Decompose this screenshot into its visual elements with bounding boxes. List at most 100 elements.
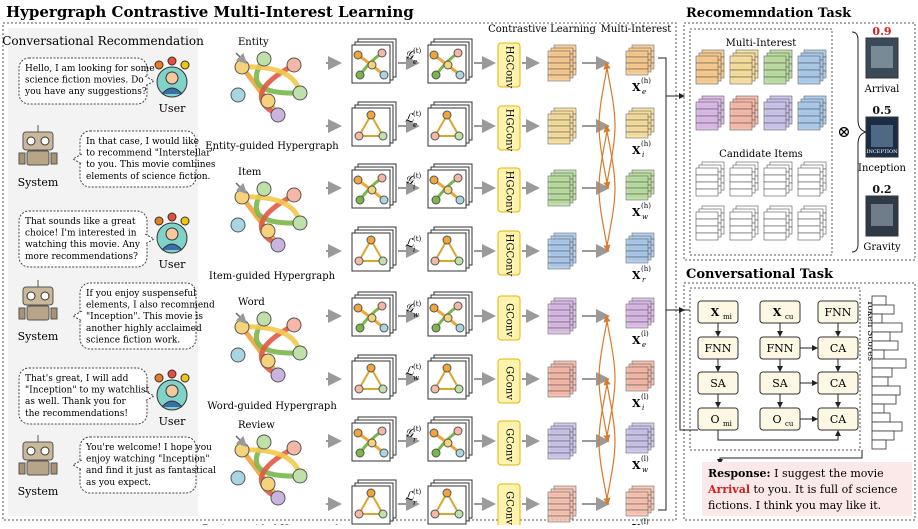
embedding-cell xyxy=(797,108,821,117)
graph-card-stack xyxy=(351,479,397,525)
location-pin-icon xyxy=(167,212,177,222)
graph-symbol: ℒ xyxy=(405,364,414,378)
conv-block: GConv xyxy=(497,483,521,529)
embedding-cell xyxy=(729,225,753,234)
graph-node xyxy=(366,110,376,120)
embedding-cell xyxy=(547,119,571,127)
bubble-line: you have any suggestions? xyxy=(24,87,147,97)
hypergraph-caption: Item-guided Hypergraph xyxy=(209,271,336,282)
movie-score: 0.9 xyxy=(872,25,891,38)
conversation-area xyxy=(8,28,198,516)
rec-candidate-items-label: Candidate Items xyxy=(719,149,803,160)
ca-box: CA xyxy=(817,336,859,360)
graph-edge xyxy=(357,237,385,262)
graph-node xyxy=(455,70,465,80)
token-score-bar xyxy=(871,430,895,441)
embedding-cell xyxy=(797,62,821,71)
movie-name: Gravity xyxy=(863,242,901,253)
x-superscript: (l) xyxy=(641,518,649,525)
candidate-item-stack xyxy=(797,205,827,241)
location-pin-icon xyxy=(180,216,190,226)
embedding-cell xyxy=(763,115,787,124)
conv-block-label: HGConv xyxy=(504,109,515,152)
embedding-cell xyxy=(797,211,821,220)
embedding-cell xyxy=(763,211,787,220)
user-label: User xyxy=(159,258,186,271)
candidate-item-stack xyxy=(729,205,759,241)
speech-bubble xyxy=(79,282,197,350)
graph-symbol: 𝒢 xyxy=(405,426,416,440)
bubble-line: elements, I also recommend xyxy=(86,301,215,311)
graph-node xyxy=(355,195,365,205)
x-symbol: X xyxy=(632,334,641,347)
bubble-line: That sounds like a great xyxy=(25,217,136,227)
graph-superscript: (t) xyxy=(413,425,422,433)
movie-poster: INCEPTION xyxy=(865,116,899,158)
location-pin-icon xyxy=(154,373,164,383)
graph-subscript: e xyxy=(413,121,417,129)
poster-image xyxy=(871,46,893,68)
user-avatar-icon xyxy=(154,212,190,254)
x-superscript: (h) xyxy=(641,77,651,85)
embedding-cell xyxy=(625,503,649,511)
embedding-cell xyxy=(547,262,571,270)
system-label: System xyxy=(18,330,59,343)
embedding-cell xyxy=(797,55,821,64)
avatar-face xyxy=(165,227,179,241)
candidate-item-stack xyxy=(695,205,725,241)
embedding-cell xyxy=(547,199,571,207)
graph-card-stack xyxy=(427,416,473,462)
conv-block-box xyxy=(497,420,521,466)
graph-node xyxy=(355,323,365,333)
robot-icon xyxy=(18,280,58,321)
graph-node xyxy=(429,175,439,185)
graph-edge xyxy=(357,112,385,137)
embedding-cell xyxy=(695,101,719,110)
embedding-cell xyxy=(797,174,821,183)
embedding-cell xyxy=(547,309,571,317)
poster-title-text: INCEPTION xyxy=(867,149,899,155)
embedding-cell xyxy=(763,188,787,197)
graph-node xyxy=(431,70,441,80)
x-subscript: e xyxy=(642,88,646,96)
x-subscript: w xyxy=(642,466,648,474)
robot-eye xyxy=(26,291,36,301)
response-text: to you. It is full of science xyxy=(750,483,897,496)
speech-bubble xyxy=(79,436,197,494)
output-bracket xyxy=(658,57,667,511)
contrastive-learning-label: Contrastive Learning xyxy=(488,24,596,35)
embedding-cell xyxy=(625,175,649,183)
system-message-2: If you enjoy suspenseful elements, I also… xyxy=(71,282,215,350)
graph-node xyxy=(430,131,440,141)
robot-eye xyxy=(40,291,50,301)
embedding-cell xyxy=(625,68,649,76)
bubble-line: elements of science fiction. xyxy=(86,172,211,182)
graph-card-stack xyxy=(351,226,397,272)
module-label: SA xyxy=(772,377,789,390)
embedding-cell xyxy=(625,434,649,442)
bubble-line: If you enjoy suspenseful xyxy=(86,289,196,299)
embedding-cell xyxy=(797,122,821,131)
graph-node xyxy=(292,85,308,101)
graph-node xyxy=(286,187,302,203)
input-arrow xyxy=(235,182,248,195)
bubble-tail xyxy=(144,75,156,87)
token-score-bar xyxy=(871,322,903,333)
robot-arm xyxy=(18,462,26,475)
graph-node xyxy=(454,256,464,266)
x-subscript: w xyxy=(642,213,648,221)
response-highlight: Arrival xyxy=(707,483,750,496)
graph-edge xyxy=(433,112,461,137)
contrastive-arrow xyxy=(598,378,611,506)
graph-node xyxy=(256,51,272,67)
graph-node xyxy=(270,107,286,123)
embedding-cell xyxy=(625,62,649,70)
x-subscript: e xyxy=(642,341,646,349)
graph-node xyxy=(442,363,452,373)
token-score-bar xyxy=(871,403,885,414)
graph-node xyxy=(260,353,276,369)
contrastive-arrow xyxy=(603,124,616,252)
embedding-cell xyxy=(625,113,649,121)
embedding-cell xyxy=(625,181,649,189)
